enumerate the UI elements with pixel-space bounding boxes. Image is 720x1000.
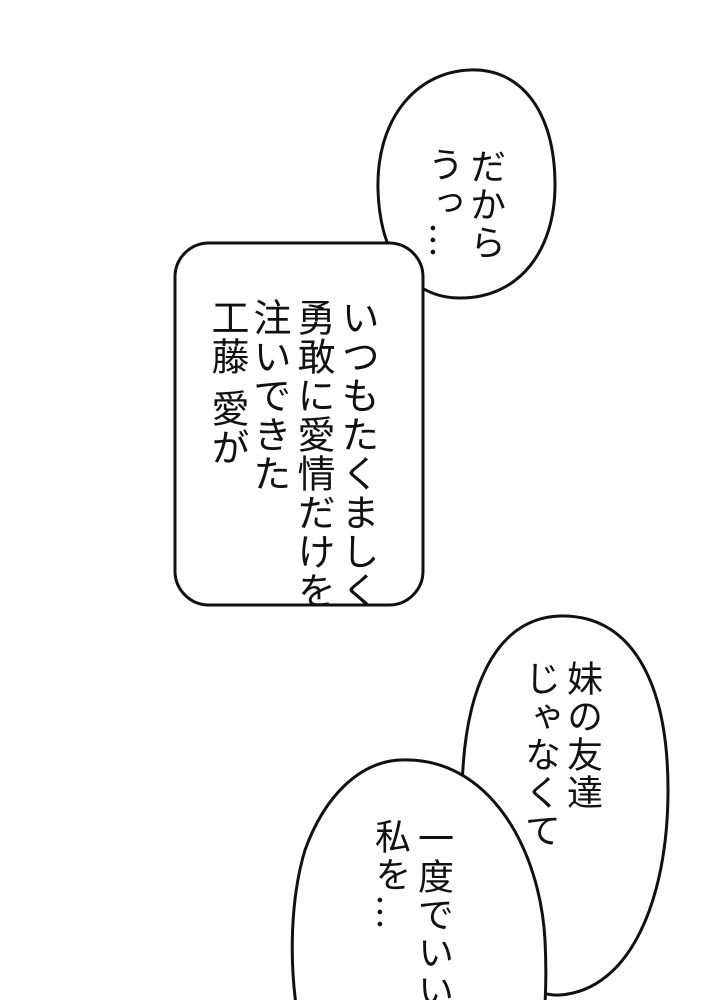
bubble-4-line-1: 一度でいいか	[412, 820, 453, 1000]
bubble-3-line-1: 妹の友達	[561, 660, 602, 812]
bubble-1-line-1: だから	[464, 148, 505, 262]
narration-box-outline	[173, 241, 425, 607]
narration-line-3: 注いできた	[247, 298, 291, 493]
speech-bubble-1-outline	[376, 68, 557, 300]
narration-line-1: いつもたくましく	[335, 298, 379, 610]
speech-bubble-4-outline	[290, 758, 548, 1000]
bubble-3-line-2: じゃなくて	[519, 660, 560, 850]
narration-line-4: 工藤 愛が	[205, 298, 249, 468]
bubble-4-line-2: 私を…	[369, 818, 410, 932]
bubble-1-line-2: うっ…	[422, 146, 463, 260]
narration-line-2: 勇敢に愛情だけを	[291, 298, 335, 610]
